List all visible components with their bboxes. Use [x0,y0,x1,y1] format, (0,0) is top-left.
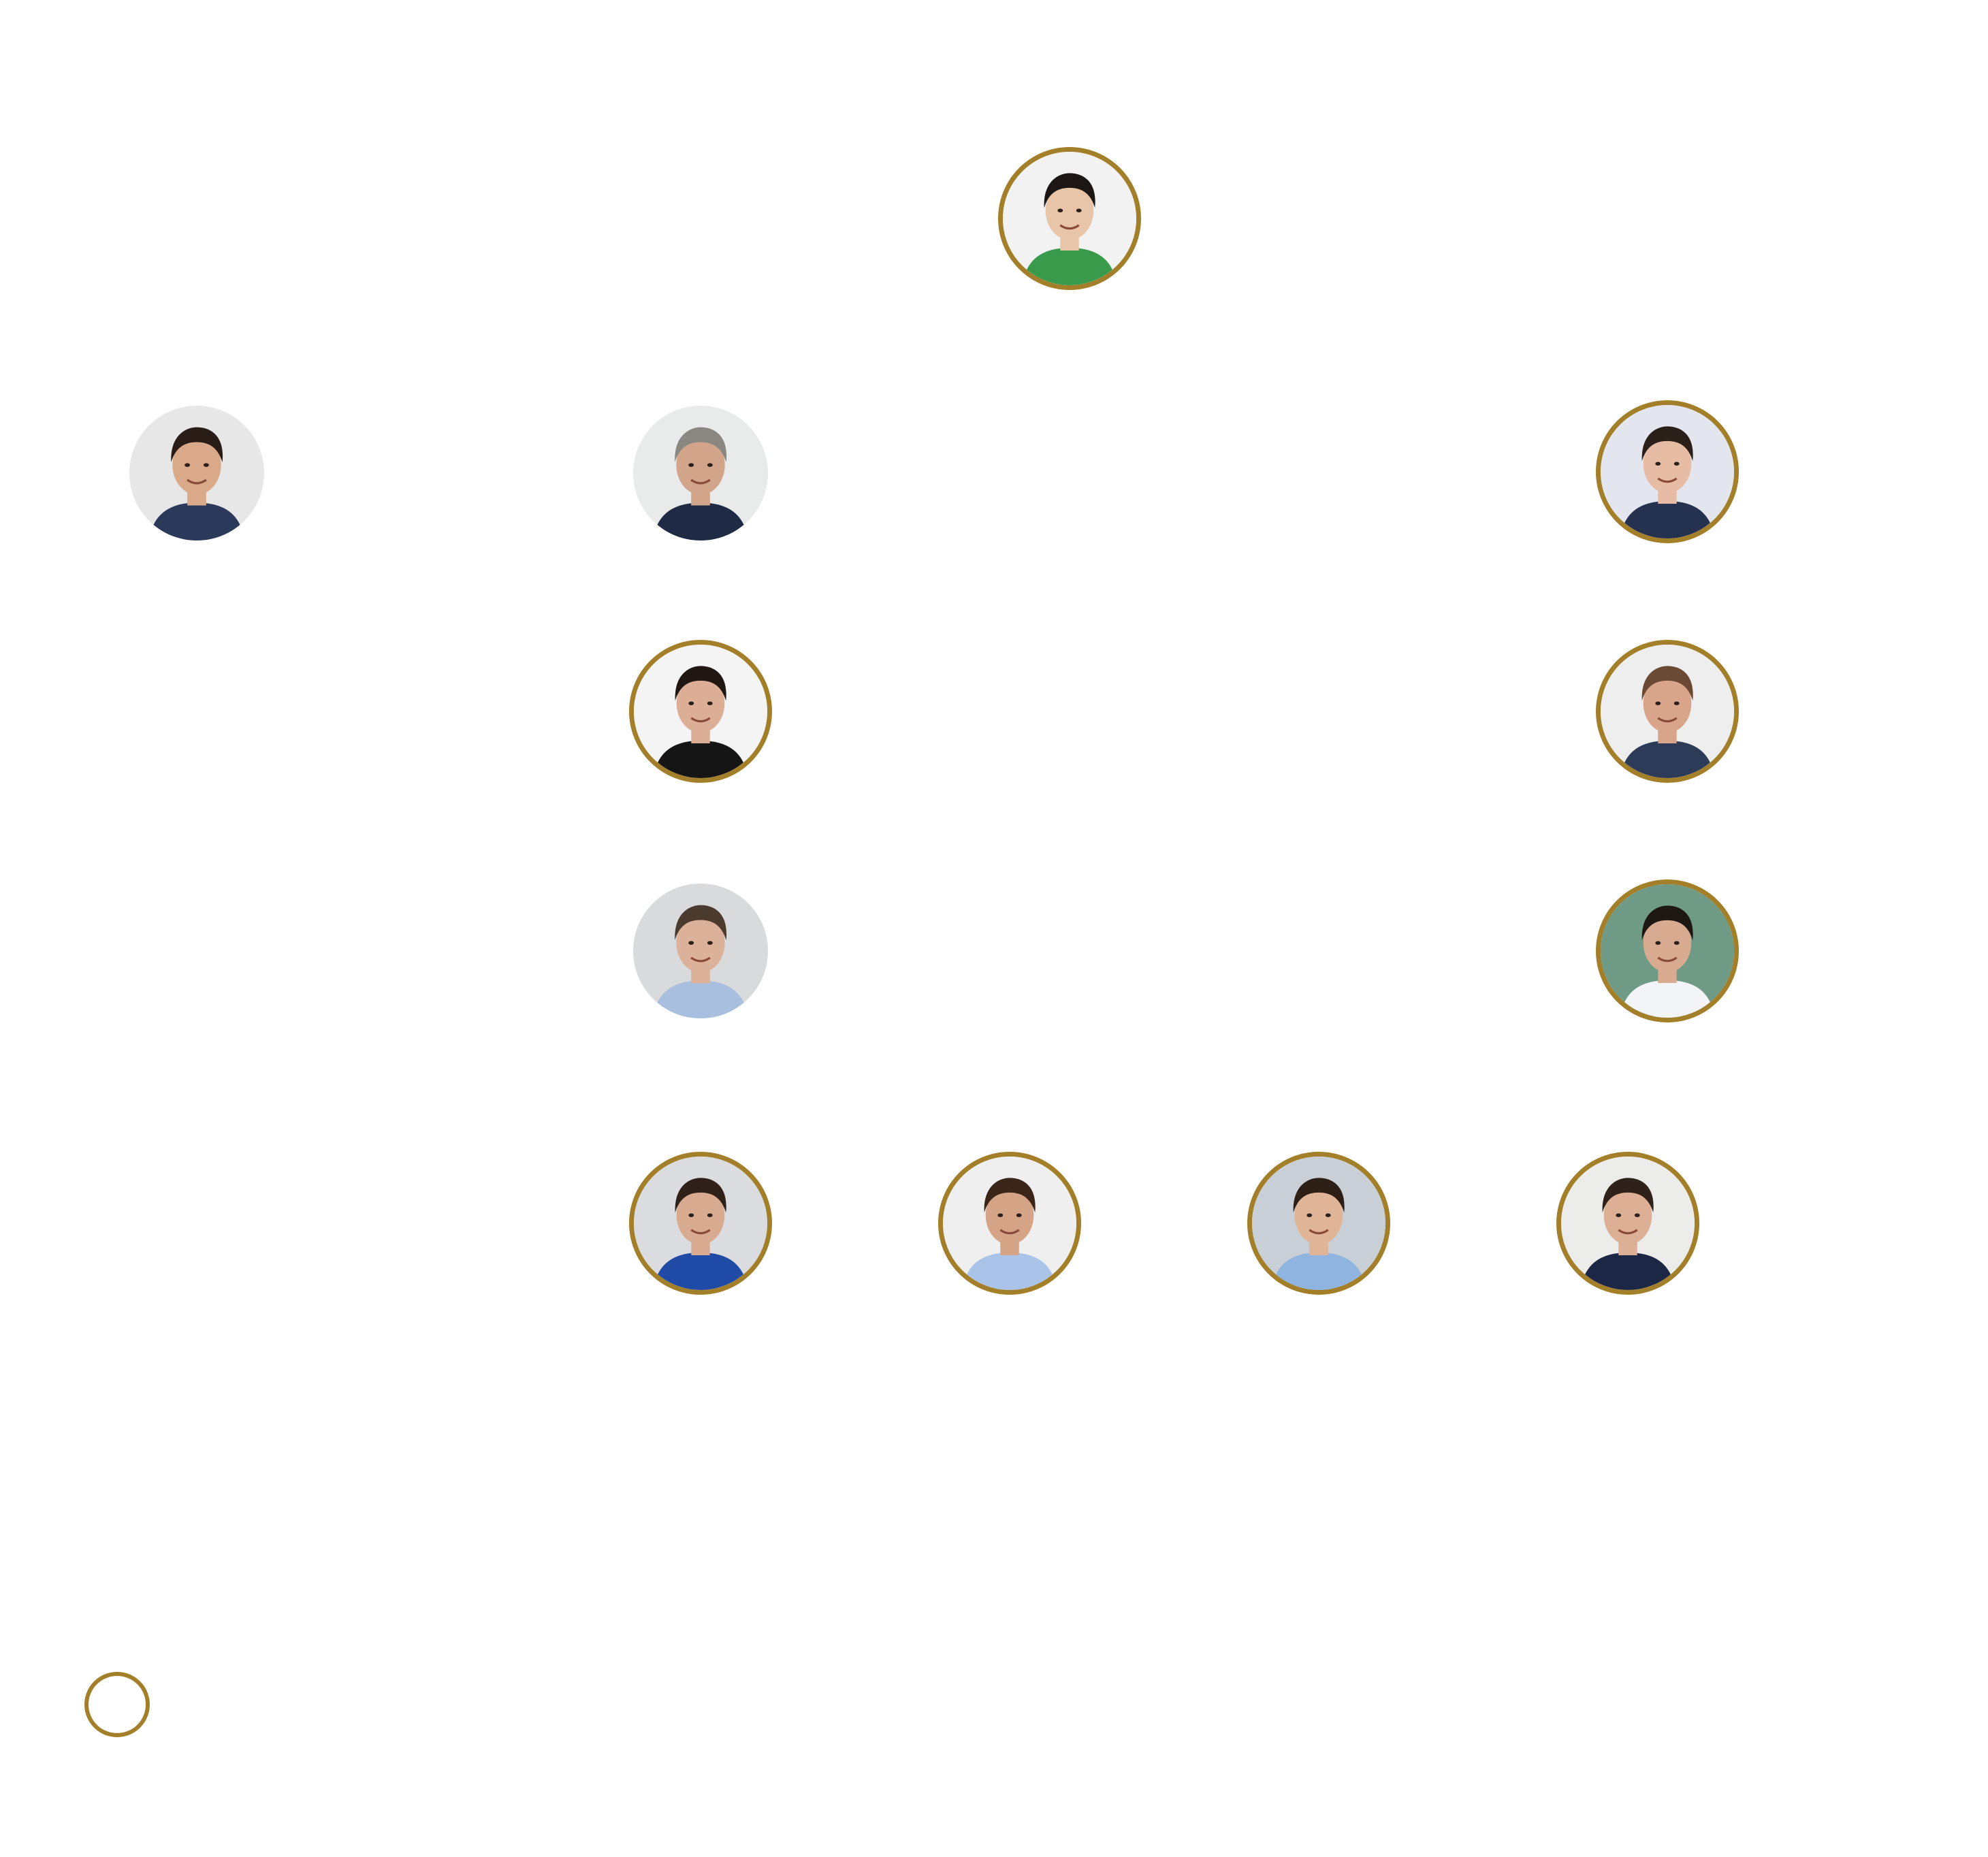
photo-face [676,435,725,495]
photo-smile [690,717,711,723]
person-photo-icon [1252,1157,1385,1290]
photo-eye-right [1634,1213,1640,1217]
photo-eye-left [688,463,694,467]
photo-eye-right [1673,462,1680,466]
photo-shoulders [1620,501,1715,538]
photo-eye-right [707,941,713,945]
photo-eye-left [185,463,191,467]
photo-shoulders [652,502,749,540]
photo-smile [1618,1229,1638,1235]
photo-smile [1657,477,1678,483]
photo-eye-left [688,941,694,945]
photo-smile [1657,956,1678,963]
photo-eye-right [1016,1213,1022,1217]
person-photo-icon [1601,884,1734,1018]
photo-eye-right [203,463,209,467]
portrait-row4-d [1556,1152,1699,1295]
photo-face [985,1186,1034,1245]
photo-face [676,1186,725,1245]
person-photo-icon [1601,645,1734,778]
photo-shoulders [148,502,245,540]
photo-shoulders [653,741,748,778]
photo-shoulders [1620,980,1715,1018]
photo-eye-right [1673,941,1680,945]
portrait-row3-right [1596,879,1739,1022]
photo-face [676,913,725,973]
photo-hair [675,666,726,701]
person-photo-icon [633,406,768,540]
photo-eye-left [688,701,694,705]
photo-shoulders [653,1253,748,1290]
photo-smile [690,479,711,485]
person-photo-icon [943,1157,1076,1290]
portrait-row2-right [1596,640,1739,783]
photo-hair [675,427,727,463]
person-photo-icon [634,1157,767,1290]
photo-eye-left [997,1213,1004,1217]
photo-hair [171,427,223,463]
photo-face [1294,1186,1343,1245]
portrait-row3-left [633,884,768,1018]
portrait-row1-right [1596,400,1739,543]
photo-shoulders [1620,741,1715,778]
photo-hair [1044,173,1095,208]
photo-smile [187,479,207,485]
photo-eye-left [1655,462,1661,466]
photo-smile [690,956,711,963]
portrait-row4-b [938,1152,1081,1295]
photo-face [1045,181,1094,240]
photo-smile [999,1229,1020,1235]
photo-smile [1309,1229,1329,1235]
person-photo-icon [634,645,767,778]
photo-hair [1641,905,1693,941]
person-photo-icon [1561,1157,1695,1290]
photo-eye-left [1057,208,1063,212]
photo-eye-right [707,701,713,705]
photo-hair [1641,426,1693,462]
photo-smile [690,1229,711,1235]
photo-face [1643,674,1692,733]
photo-smile [1657,717,1678,723]
ring-marker-icon [84,1672,150,1737]
photo-shoulders [1580,1253,1676,1290]
photo-hair [675,1178,726,1213]
photo-eye-left [1655,941,1661,945]
photo-hair [675,905,727,941]
photo-hair [1641,666,1693,701]
portrait-row2-left [629,640,772,783]
photo-eye-left [1616,1213,1622,1217]
portrait-row1-far-left [129,406,264,540]
photo-face [1643,434,1692,494]
photo-shoulders [1022,248,1117,285]
photo-face [1603,1186,1652,1245]
photo-eye-right [707,463,713,467]
photo-shoulders [962,1253,1057,1290]
person-photo-icon [1003,152,1136,285]
photo-eye-left [1306,1213,1313,1217]
portrait-top-center [998,147,1141,290]
portrait-row4-a [629,1152,772,1295]
person-photo-icon [129,406,264,540]
photo-eye-right [1076,208,1082,212]
photo-eye-right [707,1213,713,1217]
photo-eye-left [688,1213,694,1217]
photo-face [172,435,221,495]
photo-hair [984,1178,1036,1213]
photo-eye-right [1673,701,1680,705]
photo-eye-left [1655,701,1661,705]
portrait-row4-c [1247,1152,1390,1295]
person-photo-icon [633,884,768,1018]
photo-hair [1602,1178,1654,1213]
photo-face [1643,914,1692,973]
photo-face [676,674,725,733]
photo-shoulders [1271,1253,1366,1290]
portrait-row1-left [633,406,768,540]
photo-eye-right [1325,1213,1331,1217]
photo-shoulders [652,980,749,1018]
photo-hair [1293,1178,1345,1213]
photo-smile [1059,224,1080,230]
person-photo-icon [1601,405,1734,538]
